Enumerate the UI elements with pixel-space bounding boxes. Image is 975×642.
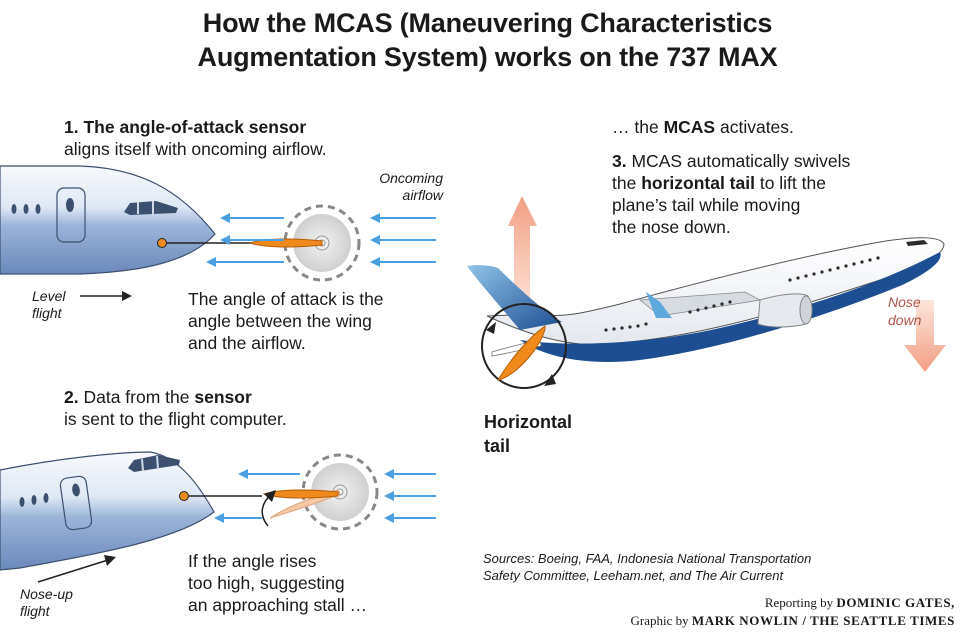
- level-flight-pointer-arrow: [80, 291, 132, 301]
- step-1-rest: aligns itself with oncoming airflow.: [64, 139, 327, 159]
- stall-line-3: an approaching stall …: [188, 595, 367, 615]
- step-3-line-1: MCAS automatically swivels: [631, 151, 851, 171]
- step-2-pre: Data from the: [83, 387, 190, 407]
- nosedown-label-line-2: down: [888, 312, 922, 328]
- aoa-definition-text: The angle of attack is the angle between…: [188, 288, 384, 354]
- stall-line-1: If the angle rises: [188, 551, 317, 571]
- step-3-number: 3.: [612, 151, 627, 171]
- nose-up-pointer-arrow: [37, 555, 116, 583]
- oncoming-label-line-1: Oncoming: [379, 170, 443, 186]
- activates-pre: … the: [612, 117, 659, 137]
- aoa-def-line-1: The angle of attack is the: [188, 289, 384, 309]
- nose-down-arrow: [904, 300, 946, 372]
- step-1-bold: The angle-of-attack sensor: [83, 117, 307, 137]
- stall-text: If the angle rises too high, suggesting …: [188, 550, 367, 616]
- reporting-pre: Reporting by: [764, 595, 834, 610]
- step-2-text: 2. Data from the sensor is sent to the f…: [64, 386, 287, 430]
- step-3-line-2-post: to lift the: [759, 173, 826, 193]
- level-flight-label: Level flight: [32, 288, 65, 322]
- step-1-text: 1. The angle-of-attack sensor aligns its…: [64, 116, 327, 160]
- step-1-number: 1.: [64, 117, 79, 137]
- noseup-label-line-1: Nose-up: [20, 586, 73, 602]
- activates-post: activates.: [719, 117, 794, 137]
- graphic-name: MARK NOWLIN / THE SEATTLE TIMES: [691, 613, 955, 628]
- level-flight-nose-illustration: [0, 165, 252, 275]
- step-2-bold: sensor: [194, 387, 252, 407]
- oncoming-label-line-2: airflow: [402, 187, 443, 203]
- step-3-line-2-bold: horizontal tail: [641, 173, 755, 193]
- title-line-1: How the MCAS (Maneuvering Characteristic…: [202, 8, 773, 38]
- nosedown-label-line-1: Nose: [888, 294, 921, 310]
- reporting-name: DOMINIC GATES,: [836, 595, 955, 610]
- step-2-number: 2.: [64, 387, 79, 407]
- activates-bold: MCAS: [663, 117, 716, 137]
- aoa-def-line-2: angle between the wing: [188, 311, 372, 331]
- tail-up-arrow: [508, 196, 537, 314]
- htail-label-line-1: Horizontal: [484, 412, 572, 432]
- step-3-line-3: plane’s tail while moving: [612, 195, 801, 215]
- sources-line-1: Sources: Boeing, FAA, Indonesia National…: [483, 551, 812, 566]
- sources-line-2: Safety Committee, Leeham.net, and The Ai…: [483, 568, 784, 583]
- title-line-2: Augmentation System) works on the 737 MA…: [197, 42, 778, 72]
- horizontal-tail-label: Horizontal tail: [484, 410, 572, 458]
- airflow-arrows-level: [206, 213, 436, 267]
- step-2-line-2: is sent to the flight computer.: [64, 409, 287, 429]
- level-label-line-1: Level: [32, 288, 66, 304]
- noseup-label-line-2: flight: [20, 603, 50, 619]
- mcas-activates-text: … the MCAS activates.: [612, 116, 794, 138]
- htail-label-line-2: tail: [484, 436, 511, 456]
- boeing-737-max-illustration: [467, 237, 945, 362]
- airflow-arrows-nose-up: [214, 469, 436, 523]
- aoa-sensor-nose-up: [261, 453, 379, 531]
- step-3-text: 3. MCAS automatically swivels the horizo…: [612, 150, 850, 238]
- credits: Reporting by DOMINIC GATES, Graphic by M…: [630, 594, 955, 630]
- stall-line-2: too high, suggesting: [188, 573, 345, 593]
- horizontal-tail-callout: [481, 303, 567, 389]
- oncoming-airflow-label: Oncoming airflow: [365, 170, 443, 204]
- step-3-line-4: the nose down.: [612, 217, 731, 237]
- nose-up-flight-nose-illustration: [0, 451, 262, 571]
- sources-text: Sources: Boeing, FAA, Indonesia National…: [483, 550, 811, 584]
- page-title: How the MCAS (Maneuvering Characteristic…: [0, 6, 975, 74]
- aoa-def-line-3: and the airflow.: [188, 333, 306, 353]
- graphic-pre: Graphic by: [630, 613, 689, 628]
- nose-down-label: Nose down: [888, 293, 921, 329]
- step-3-line-2-pre: the: [612, 173, 637, 193]
- level-label-line-2: flight: [32, 305, 62, 321]
- nose-up-flight-label: Nose-up flight: [20, 586, 73, 620]
